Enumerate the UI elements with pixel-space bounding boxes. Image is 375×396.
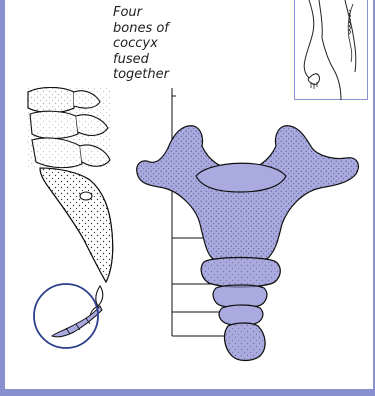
- front-view-sacrum: [137, 126, 359, 361]
- side-view-spine: [28, 86, 113, 318]
